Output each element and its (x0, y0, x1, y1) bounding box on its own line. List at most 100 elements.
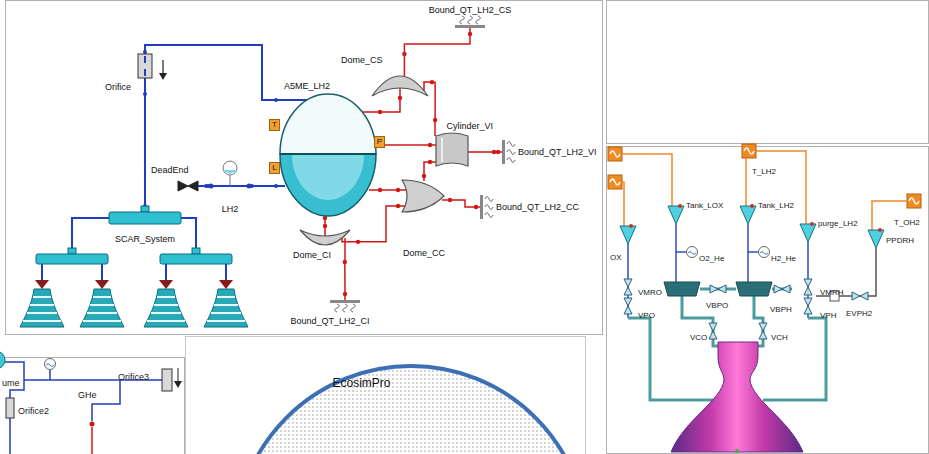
valve-symbol (624, 279, 632, 295)
heat-line (91, 427, 93, 454)
tank-symbol (740, 206, 756, 224)
heat-path (380, 98, 400, 112)
boundary-hatch (335, 304, 340, 312)
dome-component: Dome_CC (398, 176, 450, 260)
valve-label: EVPH2 (846, 309, 872, 319)
boundary-hatch (476, 16, 481, 24)
gauge-label: O2_He (699, 254, 724, 264)
flow-arrow (162, 60, 163, 74)
junction-bar (109, 212, 181, 224)
valve-symbol (710, 285, 726, 293)
valve-label: VMRH (820, 288, 844, 298)
component-name: EcosimPro (332, 376, 390, 391)
heat-path (344, 262, 346, 294)
dome-component-shape (398, 176, 450, 260)
junction-symbol (160, 248, 232, 264)
label-slot: VBPO (706, 294, 728, 312)
tank-liquid (280, 154, 376, 216)
boundary-hatch (485, 213, 493, 218)
dome-component: Dome_CS (340, 54, 432, 98)
junction-component: SCAR_System (95, 206, 195, 246)
component-name: Bound_QT_LH2_VI (518, 147, 597, 158)
nozzle-symbol (20, 280, 64, 327)
heat-stub (344, 294, 346, 300)
boundary-hatch (507, 150, 515, 155)
boundary-hatch (507, 158, 515, 163)
port-dot (678, 204, 682, 208)
nozzle-symbol (144, 280, 188, 327)
port-dot (735, 449, 739, 453)
liquid-level (280, 153, 376, 155)
label-slot: O2_He (699, 247, 724, 265)
component-name: Dome_CC (403, 248, 445, 259)
component-label: GHe (78, 390, 97, 401)
port-dot (810, 222, 814, 226)
heat-stub (498, 151, 502, 153)
flow-arrow (178, 368, 179, 382)
nozzle-symbol (204, 280, 248, 327)
component-name: A5ME_LH2 (284, 81, 330, 92)
pipe (628, 224, 808, 318)
component-name: Dome_CI (293, 250, 331, 261)
connector-group (343, 260, 348, 296)
component-name: Cylinder_VI (446, 121, 493, 132)
logo-outline (236, 366, 586, 454)
valve-symbol (774, 285, 790, 293)
label-slot: VBPH (770, 298, 792, 316)
port-dot (750, 204, 754, 208)
component-name: Bound_QT_LH2_CI (290, 316, 369, 327)
tank-inner (292, 154, 364, 200)
heat-path (358, 206, 398, 242)
label-slot: VPO (638, 304, 655, 322)
connector-group (143, 92, 147, 208)
orifice-body (138, 54, 152, 78)
tank-label: OX (610, 253, 622, 263)
label-slot: P (374, 130, 385, 148)
label-slot: VMRO (638, 281, 662, 299)
boundary-bar (502, 140, 505, 164)
tank-symbol (668, 206, 684, 224)
label-slot: T_LH2 (752, 160, 776, 178)
cylinder-shape (436, 133, 468, 166)
logo-circle-shape (236, 362, 586, 454)
label-slot: ume (2, 372, 20, 390)
label-slot: OX (610, 246, 622, 264)
label-slot: H2_He (771, 247, 796, 265)
orifice-bore (144, 56, 146, 76)
valve-symbol (804, 298, 812, 314)
gauge-label: H2_He (771, 254, 796, 264)
tank-symbol (868, 230, 884, 248)
label-slot: VCH (771, 326, 788, 344)
port-dot (878, 228, 882, 232)
tank-component-shape (276, 80, 380, 218)
signal-source (907, 194, 921, 208)
valve-symbol (709, 323, 717, 339)
label-slot: L (269, 156, 280, 174)
flow-arrow-head (174, 381, 182, 388)
label-slot: GHe (78, 384, 97, 402)
boundary-hatch (485, 197, 493, 202)
component-name: Bound_QT_LH2_CC (496, 202, 579, 213)
connector-group (430, 80, 438, 122)
signal-source (608, 175, 622, 189)
label-slot: Orifice2 (18, 400, 49, 418)
valve-symbol (852, 292, 868, 300)
boundary-hatch (468, 16, 473, 24)
panel (607, 1, 929, 144)
gauge-dial (223, 161, 237, 175)
tank-component: A5ME_LH2 (276, 80, 380, 218)
boundary-component: Bound_QT_LH2_CC (476, 194, 586, 220)
signal-source (742, 144, 756, 158)
junction-stub (141, 206, 149, 212)
tank-label: Tank_LH2 (758, 201, 794, 211)
dome-shape (300, 230, 350, 245)
component-label: Orifice3 (118, 372, 149, 383)
signal-label: T_LH2 (752, 167, 776, 177)
panel (607, 147, 929, 454)
heat-path (404, 34, 470, 54)
gauge-stem (230, 175, 231, 186)
label-slot: Tank_LOX (686, 194, 723, 212)
valve-label: VPH (820, 311, 836, 321)
port-dot (90, 422, 95, 427)
